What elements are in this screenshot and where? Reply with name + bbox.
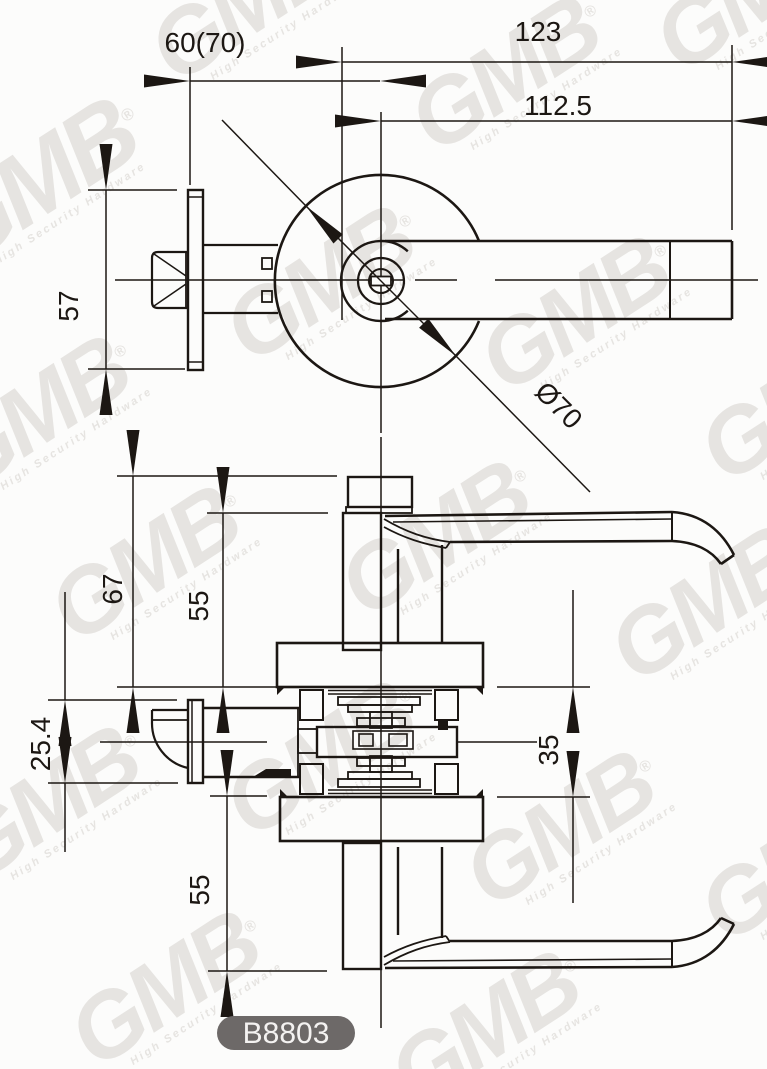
inside-lever-tip [671, 539, 723, 565]
inside-rose [275, 641, 485, 689]
outside-lever-arm-bottom [384, 965, 673, 970]
dim-latch-height-label: 25.4 [25, 717, 56, 772]
retainer-clip [438, 721, 448, 730]
latch-bolt-bevel [153, 253, 187, 277]
dim-inside-lever-label: 55 [183, 590, 214, 621]
dim-diameter-leader [221, 119, 343, 244]
dim-lever-length-label: 112.5 [524, 90, 592, 121]
spindle-tab [261, 290, 273, 303]
dim-inside-overall-label: 67 [97, 573, 128, 604]
faceplate [186, 188, 205, 372]
top-view [115, 47, 758, 433]
dimension-labels: 60(70) 123 112.5 57 Ø70 67 55 25.4 35 55 [25, 16, 592, 906]
outside-lever-grip-cap [445, 935, 451, 943]
chassis-mechanism [297, 689, 459, 795]
outside-lever-grip-curve [383, 941, 451, 966]
latch-tail-wedge [253, 769, 291, 777]
outside-lever-arm-inner [392, 958, 673, 962]
latch-bolt [150, 250, 188, 310]
rose-foot [277, 687, 285, 695]
rose-foot [475, 789, 483, 797]
inside-lever-stem [341, 511, 383, 652]
outside-lever-stem [341, 841, 383, 971]
cylinder-circle [356, 256, 406, 306]
latch-bolt-bevel [153, 283, 187, 307]
model-badge: B8803 [217, 1016, 355, 1050]
side-view [100, 437, 736, 1028]
dim-faceplate-height-label: 57 [53, 290, 84, 321]
latch-section [100, 698, 537, 785]
inside-lever-grip-curve [383, 518, 451, 543]
thumbturn-knob [346, 475, 414, 509]
rose-inner-arc [339, 239, 409, 323]
dim-rose-spacing-label: 35 [533, 734, 564, 765]
rose-circle [273, 173, 481, 389]
dim-diameter-leader [305, 205, 457, 357]
outside-lever-tip-cap [720, 916, 735, 926]
outside-lever-tip [671, 923, 736, 969]
rose-foot [475, 687, 483, 695]
inside-lever-grip-cap [445, 541, 451, 549]
outside-rose [278, 795, 485, 843]
dim-diameter-leader [419, 318, 591, 493]
top-view-dimensions [88, 45, 767, 493]
rose-foot [280, 789, 288, 797]
spindle-tab [261, 257, 273, 270]
inside-lever-arm-inner [392, 518, 673, 523]
dim-outside-lever-label: 55 [184, 874, 215, 905]
inside-lever-tip [671, 510, 736, 556]
model-badge-pill [217, 1016, 355, 1050]
side-view-dimensions [48, 430, 590, 1017]
model-badge-label: B8803 [243, 1017, 330, 1050]
outside-lever-grip-curve [383, 935, 447, 958]
inside-lever-arm-top [384, 510, 673, 518]
inside-lever-tip-cap [720, 553, 735, 566]
outside-lever-tip [671, 917, 723, 943]
dim-backset-label: 60(70) [165, 27, 246, 58]
inside-lever-grip-curve [383, 526, 447, 549]
latch-bolt-profile [150, 721, 189, 770]
keyway-circle [368, 268, 394, 294]
dim-rose-diameter-label: Ø70 [529, 376, 588, 435]
dim-overall-length-label: 123 [515, 16, 562, 47]
inside-lever-arm-bottom [449, 539, 673, 544]
